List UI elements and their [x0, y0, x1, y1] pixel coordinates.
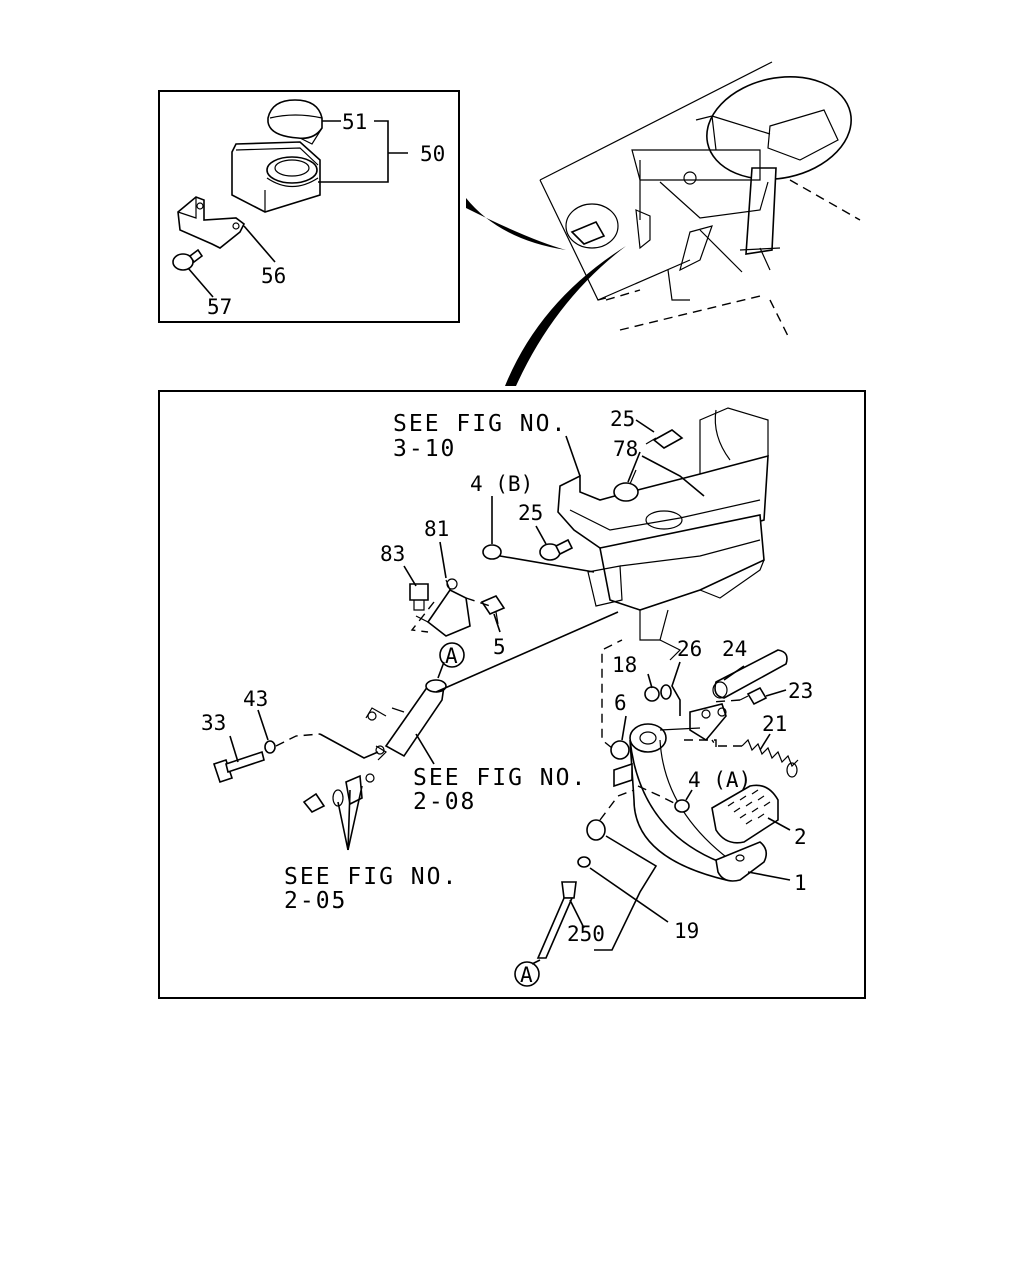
reservoir-tank: [231, 141, 321, 213]
reservoir-inset: 51 50 56 57: [158, 90, 460, 323]
callout-81: 81: [424, 517, 449, 541]
washer-26: [660, 684, 672, 700]
pedal-shaft: [712, 649, 788, 699]
switch-5: [480, 595, 506, 625]
callout-24: 24: [722, 637, 747, 661]
callout-4b: 4 (B): [470, 472, 533, 496]
callout-5: 5: [493, 635, 506, 659]
see-fig-2-05-line2: 2-05: [284, 888, 347, 914]
cab-overview: [466, 61, 861, 386]
callout-2: 2: [794, 825, 807, 849]
main-frame: [158, 390, 866, 999]
marker-a-top: A: [439, 642, 465, 668]
see-fig-3-10: SEE FIG NO. 3-10: [393, 411, 567, 462]
bolt-25-top: [645, 429, 684, 449]
callout-78: 78: [613, 437, 638, 461]
reservoir-bracket: [177, 196, 246, 249]
stopper-bolt-250: [536, 881, 577, 959]
return-spring: [741, 738, 799, 778]
bolt-25-mid: [539, 538, 574, 561]
callout-250: 250: [567, 922, 605, 946]
callout-4a: 4 (A): [688, 768, 751, 792]
callout-56: 56: [261, 264, 286, 288]
clevis-parts: [302, 773, 375, 814]
callout-18: 18: [612, 653, 637, 677]
callout-1: 1: [794, 871, 807, 895]
see-fig-2-08: SEE FIG NO. 2-08: [413, 765, 587, 815]
clutch-pedal-lever: [629, 703, 768, 882]
reservoir-cap: [267, 99, 323, 145]
bushing-23: [739, 686, 768, 706]
callout-6: 6: [614, 691, 627, 715]
steering-column: [745, 167, 777, 255]
callout-23: 23: [788, 679, 813, 703]
callout-33: 33: [201, 711, 226, 735]
marker-a-bottom: A: [514, 961, 540, 987]
callout-83: 83: [380, 542, 405, 566]
master-cylinder: [365, 679, 447, 761]
nut-4b: [482, 544, 502, 560]
callout-57: 57: [207, 295, 232, 319]
callout-51: 51: [342, 110, 367, 134]
pointer-arrow-main: [505, 246, 626, 386]
callout-26: 26: [677, 637, 702, 661]
see-fig-2-08-line2: 2-08: [413, 789, 476, 815]
pedal-pad: [711, 784, 779, 844]
nut-4a: [674, 799, 690, 813]
pedal-bracket: [557, 407, 769, 661]
callout-50: 50: [420, 142, 445, 166]
bolt-78: [613, 469, 639, 502]
pointer-arrow-inset: [466, 198, 566, 250]
see-fig-3-10-line1: SEE FIG NO.: [393, 411, 567, 437]
bolt-83: [409, 583, 429, 611]
reservoir-bolt: [172, 248, 204, 271]
inset-frame: [158, 90, 460, 323]
callout-25-top: 25: [610, 407, 635, 431]
see-fig-2-05-line1: SEE FIG NO.: [284, 864, 458, 890]
callout-43: 43: [243, 687, 268, 711]
washer-43: [264, 740, 276, 754]
collar-19: [577, 819, 606, 868]
marker-a-top-label: A: [445, 644, 458, 668]
bushing-6: [610, 740, 630, 760]
callout-21: 21: [762, 712, 787, 736]
marker-a-bottom-label: A: [520, 963, 533, 987]
callout-19: 19: [674, 919, 699, 943]
steering-wheel: [706, 75, 852, 181]
see-fig-3-10-line2: 3-10: [393, 436, 456, 462]
see-fig-2-05: SEE FIG NO. 2-05: [284, 864, 458, 914]
callout-25-mid: 25: [518, 501, 543, 525]
bolt-33: [212, 750, 265, 784]
pivot-bracket: [613, 762, 633, 788]
switch-bracket: [415, 578, 471, 637]
nut-18: [644, 686, 660, 702]
see-fig-2-08-line1: SEE FIG NO.: [413, 765, 587, 791]
pedal-assembly-frame: A A: [158, 390, 866, 999]
